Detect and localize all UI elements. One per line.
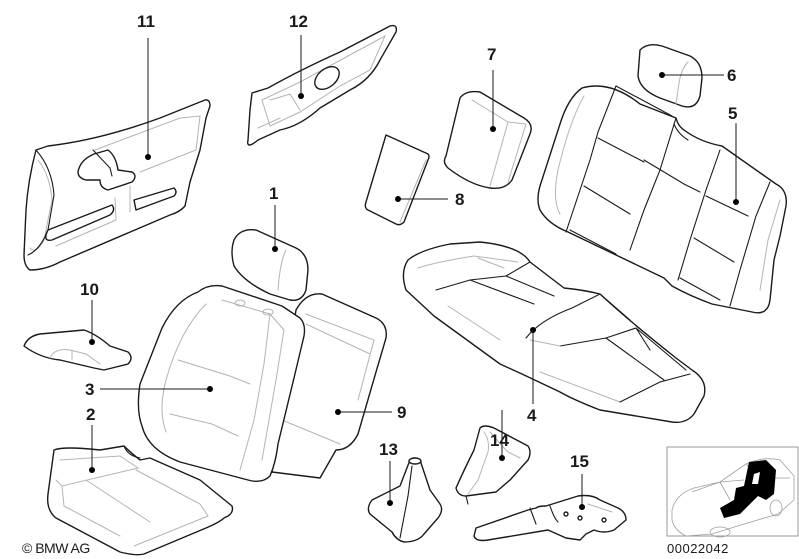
highlighted-seat-area xyxy=(720,460,776,518)
callout-3[interactable]: 3 xyxy=(85,380,94,399)
callout-12[interactable]: 12 xyxy=(289,12,308,31)
vehicle-locator-thumbnail: 00022042 xyxy=(666,446,799,556)
callout-10[interactable]: 10 xyxy=(80,280,99,299)
callout-5[interactable]: 5 xyxy=(728,104,737,123)
part-1-front-headrest[interactable]: 1 xyxy=(231,184,309,301)
callout-8[interactable]: 8 xyxy=(455,190,464,209)
callout-9[interactable]: 9 xyxy=(397,403,406,422)
part-2-front-cushion[interactable]: 2 xyxy=(46,405,234,556)
copyright-label: © BMW AG xyxy=(22,540,90,556)
part-15-handbrake-lever[interactable]: 15 xyxy=(473,452,627,542)
callout-11[interactable]: 11 xyxy=(137,12,155,31)
part-13-shift-boot[interactable]: 13 xyxy=(367,440,443,543)
part-4-rear-cushion[interactable]: 4 xyxy=(402,241,706,425)
callout-6[interactable]: 6 xyxy=(727,66,736,85)
part-3-front-backrest[interactable]: 3 xyxy=(85,284,306,483)
part-6-rear-headrest[interactable]: 6 xyxy=(637,43,736,108)
part-11-door-trim-panel[interactable]: 11 xyxy=(23,12,211,271)
callout-4[interactable]: 4 xyxy=(527,406,537,425)
callout-7[interactable]: 7 xyxy=(487,45,496,64)
part-12-rear-side-trim[interactable]: 12 xyxy=(247,12,398,146)
callout-15[interactable]: 15 xyxy=(570,452,589,471)
diagram-code: 00022042 xyxy=(667,541,729,556)
callout-2[interactable]: 2 xyxy=(86,405,95,424)
callout-1[interactable]: 1 xyxy=(269,184,278,203)
part-5-rear-backrest[interactable]: 5 xyxy=(537,85,787,314)
callout-14[interactable]: 14 xyxy=(490,431,509,450)
part-8-panel-insert[interactable]: 8 xyxy=(364,134,464,226)
callout-13[interactable]: 13 xyxy=(379,440,398,459)
part-7-headrest-cover[interactable]: 7 xyxy=(443,45,532,190)
part-10-armrest[interactable]: 10 xyxy=(23,280,132,371)
part-14-handbrake-boot[interactable]: 14 xyxy=(455,410,531,505)
